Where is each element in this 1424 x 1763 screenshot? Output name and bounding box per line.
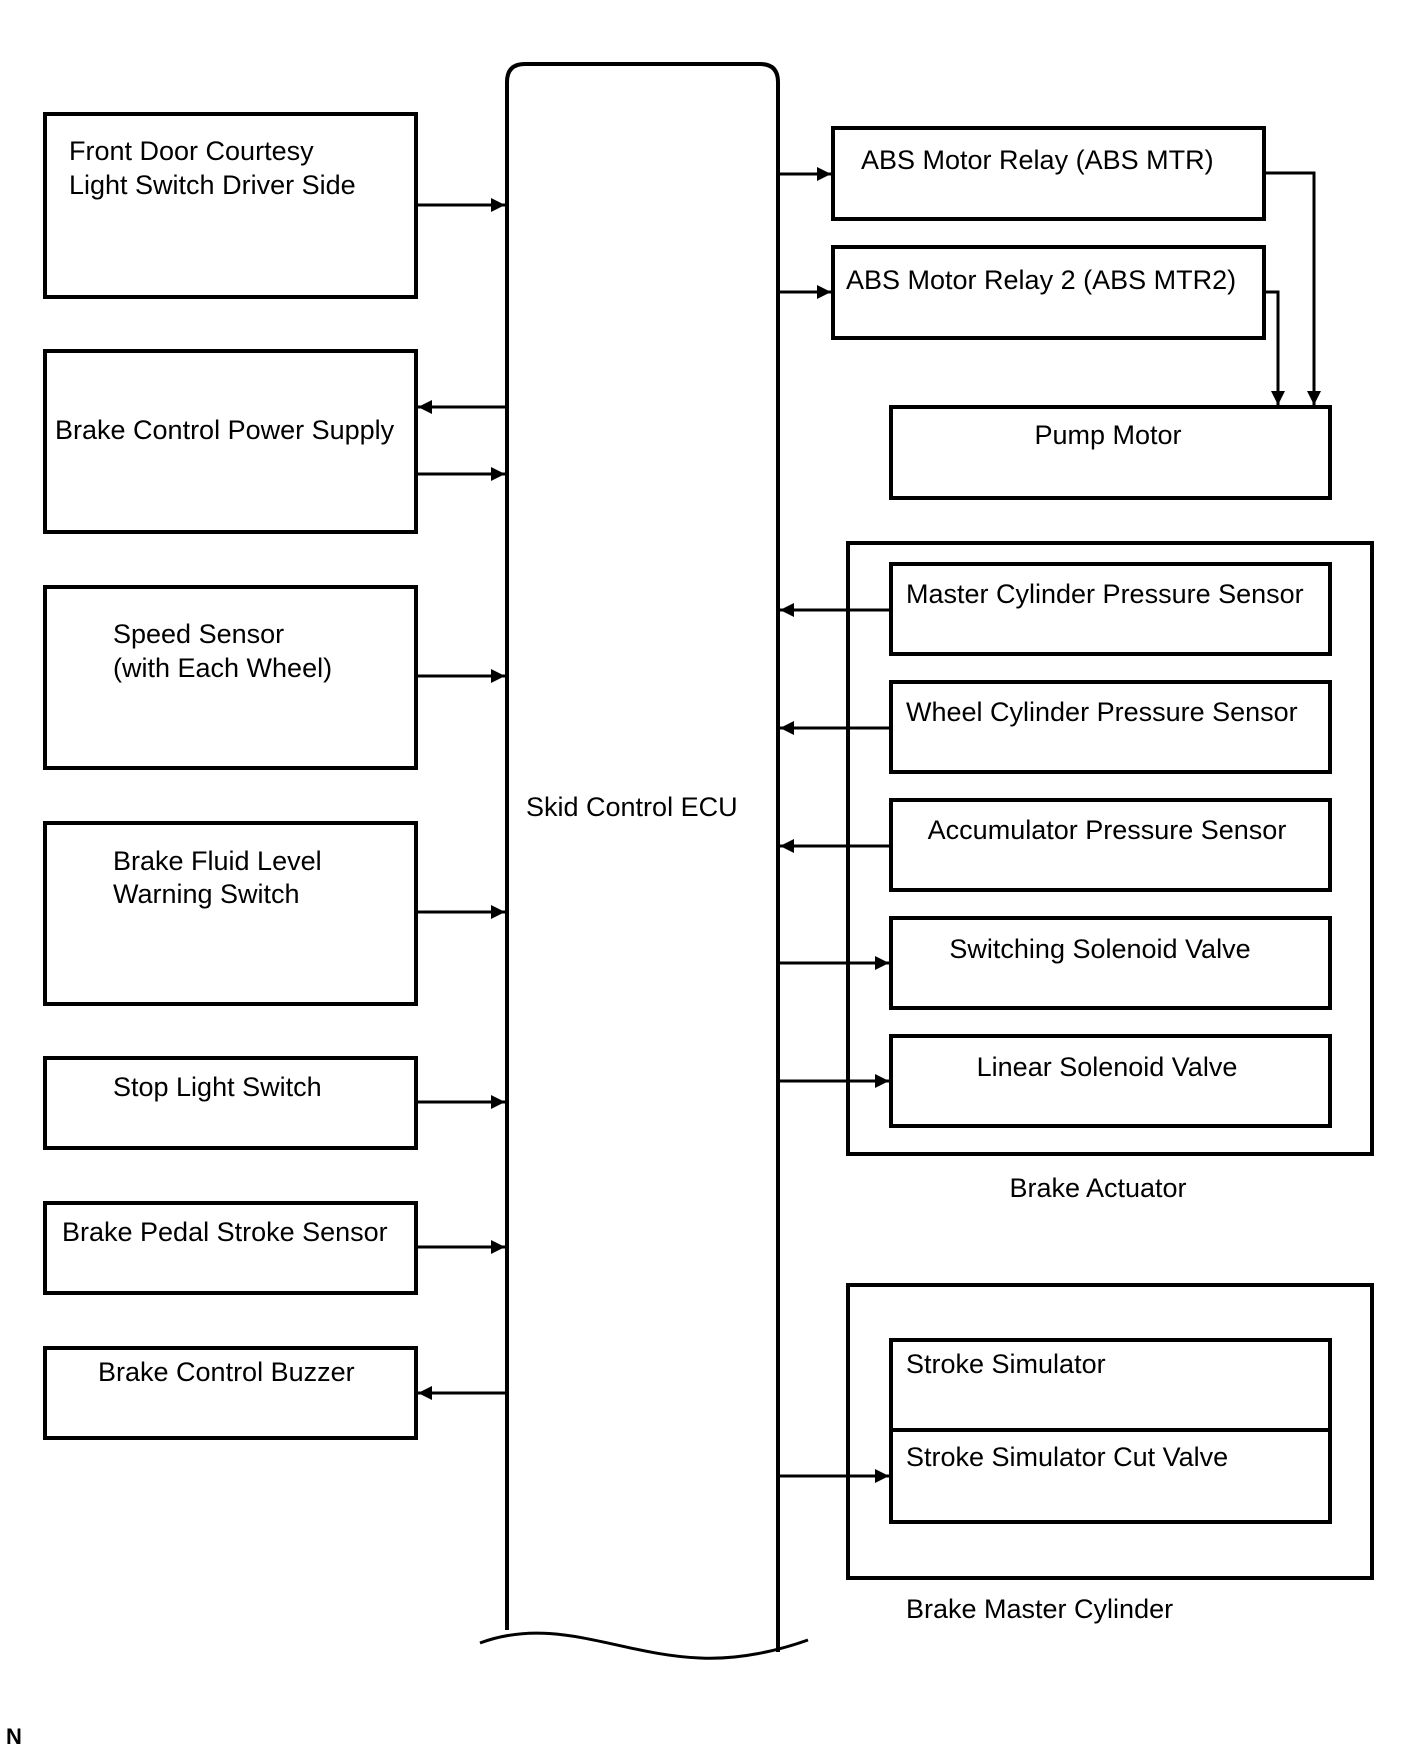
left-box-label-line: Light Switch Driver Side (69, 170, 356, 200)
relay-label: ABS Motor Relay (ABS MTR) (861, 145, 1214, 175)
left-box-label-line: Brake Pedal Stroke Sensor (62, 1217, 388, 1247)
brake-actuator-label: Brake Actuator (1009, 1173, 1186, 1203)
left-box-brake-pedal-stroke-sensor: Brake Pedal Stroke Sensor (43, 1201, 418, 1295)
left-box-stop-light-switch: Stop Light Switch (43, 1056, 418, 1150)
accumulator-pressure-sensor: Accumulator Pressure Sensor (889, 798, 1332, 892)
left-box-label-line: Brake Fluid Level (113, 846, 322, 876)
actuator-item-label: Linear Solenoid Valve (977, 1052, 1238, 1082)
left-box-speed-sensor: Speed Sensor (with Each Wheel) (43, 585, 418, 770)
left-box-label-line: Stop Light Switch (113, 1072, 322, 1102)
left-box-label-line: Speed Sensor (113, 619, 284, 649)
brake-master-cylinder-label: Brake Master Cylinder (906, 1594, 1173, 1624)
brake-master-cylinder: Stroke Simulator Stroke Simulator Cut Va… (846, 1283, 1374, 1580)
brake-actuator: Master Cylinder Pressure Sensor Wheel Cy… (846, 541, 1374, 1156)
abs-motor-relay: ABS Motor Relay (ABS MTR) (831, 126, 1266, 221)
arrow-relay-to-pump (1264, 171, 1321, 405)
corner-mark: N (6, 1724, 22, 1749)
actuator-item-label: Switching Solenoid Valve (949, 934, 1250, 964)
actuator-item-label: Accumulator Pressure Sensor (928, 815, 1287, 845)
switching-solenoid-valve: Switching Solenoid Valve (889, 916, 1332, 1010)
left-box-brake-control-power-supply: Brake Control Power Supply (43, 349, 418, 534)
pump-motor: Pump Motor (889, 405, 1332, 500)
wheel-cylinder-pressure-sensor: Wheel Cylinder Pressure Sensor (889, 680, 1332, 774)
left-box-label-line: (with Each Wheel) (113, 653, 332, 683)
linear-solenoid-valve: Linear Solenoid Valve (889, 1034, 1332, 1128)
left-box-brake-control-buzzer: Brake Control Buzzer (43, 1346, 418, 1440)
left-box-front-door-courtesy-switch: Front Door Courtesy Light Switch Driver … (43, 112, 418, 299)
arrow-relay2-to-pump (1264, 290, 1285, 405)
relay-connectors (780, 167, 1321, 405)
skid-control-ecu: Skid Control ECU (479, 62, 809, 1660)
left-box-label-line: Brake Control Power Supply (55, 415, 395, 445)
stroke-simulator-cut-valve-label: Stroke Simulator Cut Valve (906, 1442, 1228, 1472)
master-cylinder-pressure-sensor: Master Cylinder Pressure Sensor (889, 562, 1332, 656)
left-box-label-line: Warning Switch (113, 879, 300, 909)
left-connectors (416, 198, 505, 1400)
actuator-item-label: Master Cylinder Pressure Sensor (906, 579, 1304, 609)
relay-label: ABS Motor Relay 2 (ABS MTR2) (846, 265, 1236, 295)
left-box-label-line: Front Door Courtesy (69, 136, 314, 166)
left-box-brake-fluid-level-warning-switch: Brake Fluid Level Warning Switch (43, 821, 418, 1006)
actuator-item-label: Wheel Cylinder Pressure Sensor (906, 697, 1298, 727)
ecu-label: Skid Control ECU (526, 792, 738, 822)
stroke-simulator-label: Stroke Simulator (906, 1349, 1106, 1379)
actuator-connectors (780, 603, 891, 1088)
left-box-label-line: Brake Control Buzzer (98, 1357, 355, 1387)
abs-motor-relay-2: ABS Motor Relay 2 (ABS MTR2) (831, 245, 1266, 340)
pump-motor-label: Pump Motor (1034, 420, 1181, 450)
